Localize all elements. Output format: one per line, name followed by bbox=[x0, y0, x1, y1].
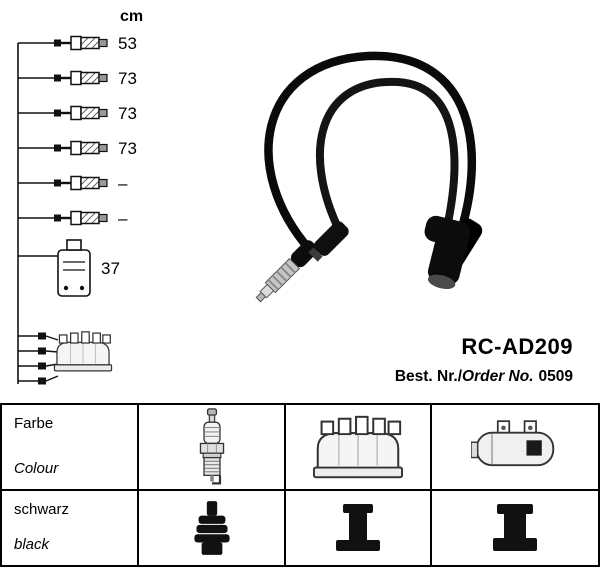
cable-length-3: 73 bbox=[118, 104, 137, 123]
coil-cable-length: 37 bbox=[101, 259, 120, 278]
color-value-en: black bbox=[14, 536, 50, 553]
cylinder-connector bbox=[308, 221, 349, 262]
product-code: RC-AD209 bbox=[461, 334, 573, 359]
distributor-schematic bbox=[18, 331, 113, 385]
order-number-line: Best. Nr./Order No.0509 bbox=[395, 368, 573, 386]
distributor-cap-cell bbox=[284, 405, 430, 489]
angled-boot bbox=[424, 215, 471, 290]
color-label-de: Farbe bbox=[14, 415, 54, 432]
ignition-cable-diagram bbox=[17, 35, 483, 385]
coil-schematic-icon bbox=[57, 239, 91, 297]
ignition-coil-icon bbox=[471, 420, 555, 467]
cable-length-1: 53 bbox=[118, 34, 137, 53]
distributor-boot-icon bbox=[336, 504, 380, 551]
distributor-boot-cell bbox=[284, 489, 430, 565]
cable-length-2: 73 bbox=[118, 69, 137, 88]
spark-plug-boot-icon bbox=[193, 501, 230, 555]
spark-plug-boot-cell bbox=[137, 489, 284, 565]
cable-length-5: – bbox=[118, 174, 128, 193]
color-value-de: schwarz bbox=[14, 501, 70, 518]
cable-length-4: 73 bbox=[118, 139, 137, 158]
coil-boot-icon bbox=[493, 504, 537, 551]
order-label-en: Order No. bbox=[462, 368, 534, 385]
order-label-de: Best. Nr./ bbox=[394, 368, 463, 385]
color-label-cell: Farbe Colour bbox=[2, 405, 137, 489]
coil-boot-cell bbox=[430, 489, 598, 565]
length-schematic bbox=[17, 35, 113, 385]
cable-length-6: – bbox=[118, 209, 128, 228]
color-value-cell: schwarz black bbox=[2, 489, 137, 565]
spec-table: Farbe Colour bbox=[0, 403, 600, 567]
spark-plug-icon bbox=[199, 408, 224, 485]
cable-illustration bbox=[255, 51, 483, 303]
ignition-coil-cell bbox=[430, 405, 598, 489]
distributor-cap-icon bbox=[313, 415, 403, 478]
spark-plug-cell bbox=[137, 405, 284, 489]
unit-label: cm bbox=[120, 8, 144, 25]
color-label-en: Colour bbox=[14, 460, 59, 477]
order-number: 0509 bbox=[538, 368, 573, 385]
straight-connector bbox=[255, 240, 318, 303]
